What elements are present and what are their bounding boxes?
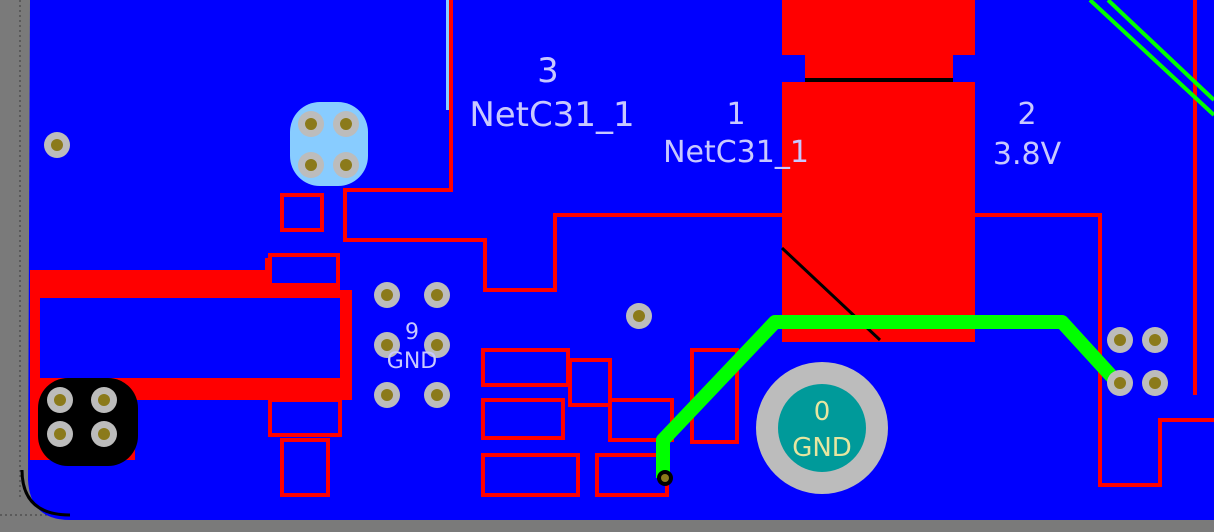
pad1-net: NetC31_1 [663, 135, 809, 170]
smd-pad-a[interactable] [481, 348, 570, 387]
smd-pad-e[interactable] [608, 398, 674, 442]
board-corner-edge [20, 469, 71, 517]
smd-pad-f[interactable] [595, 453, 669, 497]
top-copper-neck [805, 55, 953, 80]
mount-net: GND [792, 433, 852, 463]
trace-highlight [446, 0, 451, 110]
pad-small-1[interactable] [268, 398, 342, 437]
via-icon[interactable] [626, 303, 652, 329]
smd-pad-c[interactable] [481, 453, 580, 497]
pad1-number: 1 [726, 97, 745, 132]
pad3-number: 3 [537, 51, 559, 91]
pad-small-2[interactable] [280, 438, 330, 497]
green-track-2[interactable] [1106, 0, 1214, 102]
pad3-net: NetC31_1 [469, 95, 634, 135]
via-cluster-right[interactable] [1107, 327, 1168, 396]
pad3-outline [343, 0, 800, 292]
smd-pad-d[interactable] [568, 358, 612, 407]
pad2-number: 2 [1017, 97, 1036, 132]
pad2-outline [975, 213, 1214, 487]
via-cluster-highlight[interactable] [290, 102, 368, 186]
pad-small-3[interactable] [280, 193, 324, 232]
via-icon[interactable] [44, 132, 70, 158]
mount-number: 0 [814, 397, 831, 427]
pad-small-4[interactable] [268, 253, 340, 287]
via-group-gnd[interactable] [374, 282, 450, 408]
green-track-1[interactable] [1088, 0, 1214, 117]
left-copper-cutout [40, 298, 340, 378]
mounting-hole-icon[interactable] [756, 362, 888, 494]
highlighted-track[interactable] [656, 315, 1121, 478]
top-copper-block-main[interactable] [782, 82, 975, 342]
via-cluster-bottom-left[interactable] [38, 378, 138, 466]
via9-number: 9 [405, 320, 419, 345]
top-copper-block-top[interactable] [782, 0, 975, 55]
smd-pad-b[interactable] [481, 398, 565, 440]
via9-net: GND [387, 349, 437, 374]
pad2-net: 3.8V [993, 137, 1062, 172]
